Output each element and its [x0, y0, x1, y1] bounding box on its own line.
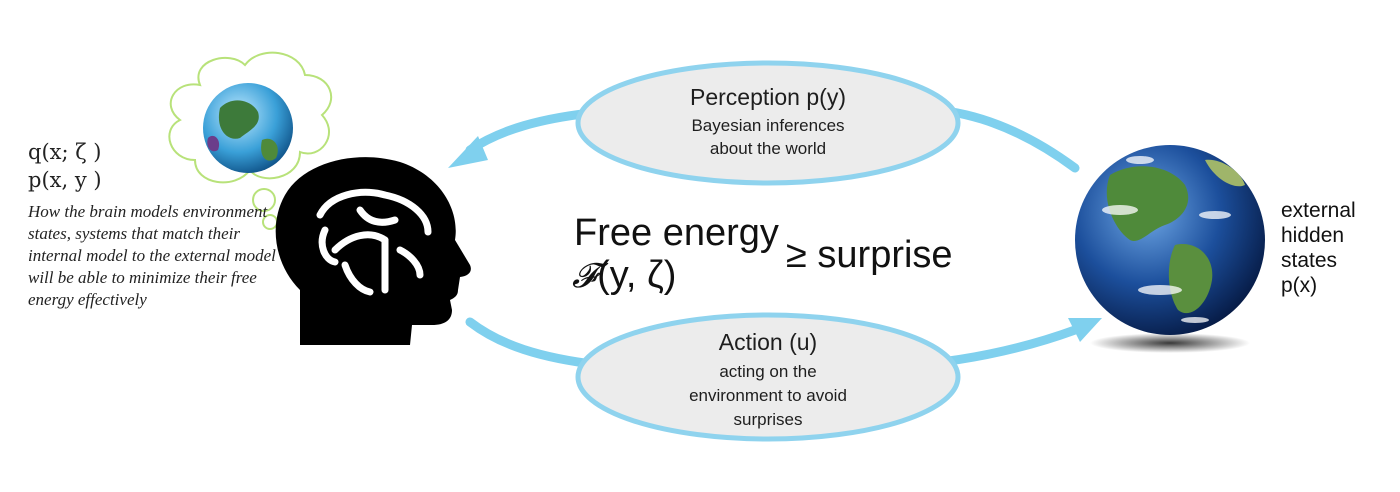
states-label: states [1281, 249, 1338, 272]
perception-title: Perception p(y) [690, 84, 846, 110]
earth-globe-icon [1075, 145, 1265, 353]
perception-line1: Bayesian inferences [691, 116, 845, 135]
p-formula: p(x, y ) [28, 168, 102, 192]
action-ellipse [575, 312, 961, 442]
perception-line2: about the world [709, 139, 827, 158]
free-energy-symbol: 𝓕 [572, 256, 598, 296]
perception-arrowhead [448, 136, 488, 168]
action-line2: environment to avoid [689, 386, 847, 405]
small-globe-icon [203, 83, 293, 173]
brain-head-icon [275, 157, 471, 345]
free-energy-expression: 𝓕(y, ζ) [572, 254, 676, 297]
hidden-label: hidden [1281, 224, 1345, 247]
free-energy-args: (y, ζ) [597, 254, 677, 296]
q-formula: q(x; ζ ) [28, 140, 102, 164]
px-label: p(x) [1281, 274, 1318, 297]
free-energy-label: Free energy [574, 212, 779, 254]
action-line1: acting on the [719, 362, 817, 381]
action-line3: surprises [733, 410, 803, 429]
action-arrowhead [1068, 318, 1102, 342]
external-label: external [1281, 199, 1356, 222]
perception-ellipse [575, 60, 961, 186]
surprise-label: ≥ surprise [786, 234, 953, 276]
action-title: Action (u) [718, 329, 818, 355]
brain-model-description: How the brain models environment states,… [28, 202, 276, 309]
